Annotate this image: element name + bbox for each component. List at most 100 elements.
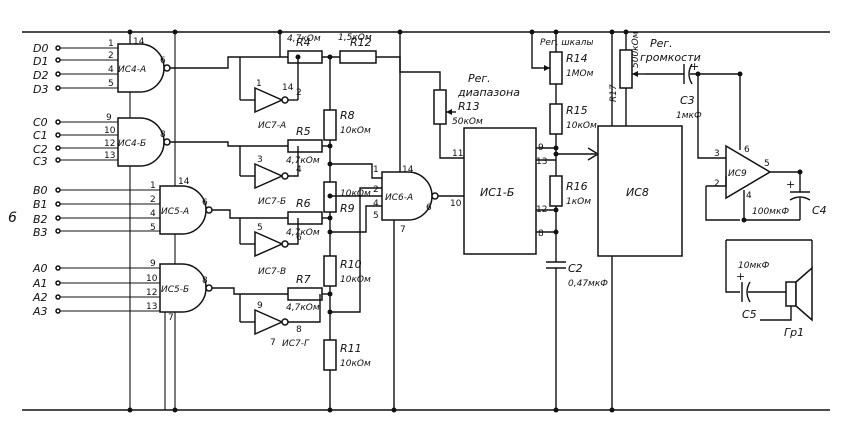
speaker-label: Гр1 <box>784 326 804 339</box>
svg-text:10: 10 <box>104 126 116 136</box>
gate-ic4b: ИС4-Б 9 10 12 13 8 <box>104 113 171 167</box>
amplifier-ic9: ИС9 3 2 6 4 5 <box>714 144 772 201</box>
svg-text:7: 7 <box>400 225 406 235</box>
input-c1: C1 <box>33 129 48 142</box>
resistor-r12: R12 <box>339 36 377 64</box>
svg-text:1: 1 <box>256 79 262 89</box>
svg-text:13: 13 <box>146 302 157 312</box>
input-b2: B2 <box>33 213 48 226</box>
inverter-ic7v-label: ИС7-В <box>258 267 286 277</box>
svg-text:7: 7 <box>270 338 276 348</box>
svg-text:4: 4 <box>296 165 302 175</box>
svg-text:3: 3 <box>714 149 720 159</box>
resistor-r4-value: 4,7кОм <box>287 34 321 44</box>
svg-text:8: 8 <box>538 229 544 239</box>
svg-text:+: + <box>736 270 745 283</box>
potentiometer-r13: Рег. диапазона R13 50кОм <box>433 72 520 127</box>
svg-text:9: 9 <box>150 259 156 269</box>
svg-text:50кОм: 50кОм <box>452 117 483 127</box>
svg-text:14: 14 <box>178 177 190 187</box>
svg-text:5: 5 <box>373 211 379 221</box>
svg-text:R5: R5 <box>296 125 311 138</box>
gate-ic5a: ИС5-А 1 2 4 5 14 6 <box>150 177 213 235</box>
side-label: 6 <box>8 210 17 226</box>
svg-text:C5: C5 <box>742 308 757 321</box>
svg-text:6: 6 <box>296 233 302 243</box>
input-c0: C0 <box>33 116 48 129</box>
input-group-a: A0 A1 A2 A3 <box>32 262 160 318</box>
svg-text:8: 8 <box>160 130 166 140</box>
svg-text:10кОм: 10кОм <box>566 121 597 131</box>
svg-text:9: 9 <box>257 301 263 311</box>
svg-text:11: 11 <box>452 149 463 159</box>
input-a3: A3 <box>32 305 48 318</box>
svg-text:R12: R12 <box>350 36 372 49</box>
svg-text:8: 8 <box>296 325 302 335</box>
svg-text:громкости: громкости <box>640 51 701 64</box>
resistor-r4: R4 4,7кОм <box>287 36 323 64</box>
input-a0: A0 <box>32 262 48 275</box>
inverter-ic7g-label: ИС7-Г <box>282 339 310 349</box>
svg-text:10: 10 <box>146 274 158 284</box>
resistor-r12-value: 1,5кОм <box>338 33 372 43</box>
capacitor-c2: C2 0,47мкФ <box>546 261 608 410</box>
svg-text:10кОм: 10кОм <box>340 126 371 136</box>
svg-text:5: 5 <box>257 223 263 233</box>
gate-ic4a-label: ИС4-А <box>118 65 146 75</box>
speaker-icon: Гр1 <box>784 266 813 339</box>
svg-text:4,7кОм: 4,7кОм <box>286 228 320 238</box>
resistor-r16: R16 1кОм <box>549 175 591 207</box>
svg-text:R13: R13 <box>458 100 480 113</box>
svg-text:0,47мкФ: 0,47мкФ <box>568 279 608 289</box>
resistor-r7: R7 4,7кОм <box>286 273 323 313</box>
svg-text:10кОм: 10кОм <box>340 189 371 199</box>
svg-text:7: 7 <box>168 313 174 323</box>
gate-ic5b: ИС5-Б 9 10 12 13 7 8 <box>146 259 213 410</box>
svg-text:C4: C4 <box>812 204 827 217</box>
resistor-r10: R10 10кОм <box>323 255 371 287</box>
gate-ic6a-label: ИС6-А <box>385 193 413 203</box>
svg-text:R14: R14 <box>566 52 588 65</box>
svg-text:+: + <box>786 178 795 191</box>
svg-text:R8: R8 <box>340 109 355 122</box>
input-c2: C2 <box>33 143 48 156</box>
svg-text:1: 1 <box>150 181 156 191</box>
inverter-ic7g: 9 8 7 ИС7-Г <box>239 294 310 349</box>
svg-text:R16: R16 <box>566 180 588 193</box>
resistor-r9: 10кОм R9 <box>323 181 371 215</box>
gate-ic6a: ИС6-А 1 2 4 5 14 7 6 <box>373 32 439 410</box>
svg-text:14: 14 <box>133 37 145 47</box>
input-a2: A2 <box>32 291 48 304</box>
svg-text:R15: R15 <box>566 104 588 117</box>
svg-text:R6: R6 <box>296 197 311 210</box>
input-group-d: D0 D1 D2 D3 <box>33 42 118 96</box>
inverter-ic7a-label: ИС7-А <box>258 121 286 131</box>
svg-text:4,7кОм: 4,7кОм <box>286 303 320 313</box>
inverter-ic7b: 3 4 ИС7-Б <box>239 146 302 207</box>
svg-text:2: 2 <box>714 179 720 189</box>
gate-ic4b-label: ИС4-Б <box>118 139 146 149</box>
svg-text:2: 2 <box>108 51 114 61</box>
junction-dots <box>127 29 803 413</box>
input-c3: C3 <box>33 155 48 168</box>
svg-text:4: 4 <box>150 209 156 219</box>
svg-text:9: 9 <box>106 113 112 123</box>
svg-text:C2: C2 <box>568 262 583 275</box>
inverter-ic7v: 5 6 ИС7-В <box>239 218 302 277</box>
svg-text:4: 4 <box>373 199 379 209</box>
resistor-r11: R11 10кОм <box>323 339 371 371</box>
input-d0: D0 <box>33 42 48 55</box>
svg-text:8: 8 <box>202 276 208 286</box>
svg-text:1МОм: 1МОм <box>566 69 594 79</box>
svg-text:R10: R10 <box>340 258 362 271</box>
svg-text:5: 5 <box>764 159 770 169</box>
svg-text:2: 2 <box>296 88 302 98</box>
svg-text:14: 14 <box>402 165 414 175</box>
chip-ic8-label: ИС8 <box>626 186 649 199</box>
input-d1: D1 <box>33 55 48 68</box>
svg-text:3: 3 <box>257 155 263 165</box>
capacitor-c4: + 100мкФ C4 <box>752 172 827 220</box>
svg-text:R9: R9 <box>340 202 355 215</box>
svg-text:5: 5 <box>108 79 114 89</box>
